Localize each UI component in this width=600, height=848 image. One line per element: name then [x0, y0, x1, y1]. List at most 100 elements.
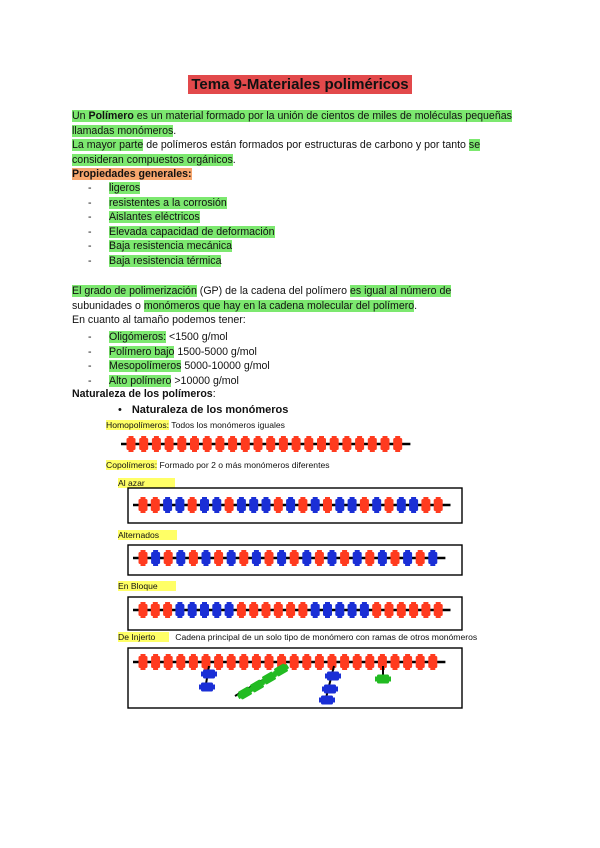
- monomer: [177, 436, 187, 452]
- monomer: [187, 602, 197, 618]
- monomer: [286, 497, 296, 513]
- monomer: [188, 654, 198, 670]
- monomer: [138, 654, 148, 670]
- monomer: [201, 654, 211, 670]
- monomer: [380, 436, 390, 452]
- size-name: Oligómeros:: [109, 331, 167, 343]
- monomer: [359, 497, 369, 513]
- properties-heading-text: Propiedades generales:: [72, 168, 192, 180]
- monomer: [335, 497, 345, 513]
- monomer: [393, 436, 403, 452]
- monomer: [347, 602, 357, 618]
- monomer: [138, 550, 148, 566]
- monomer: [201, 669, 217, 679]
- monomer: [314, 550, 324, 566]
- monomer: [188, 550, 198, 566]
- monomer: [372, 497, 382, 513]
- monomer: [251, 654, 261, 670]
- monomer: [239, 550, 249, 566]
- monomer: [212, 497, 222, 513]
- monomer: [415, 654, 425, 670]
- page-title: Tema 9-Materiales poliméricos: [0, 75, 600, 94]
- monomer: [403, 550, 413, 566]
- properties-heading: Propiedades generales:: [72, 167, 532, 182]
- intro-text-2: de polímeros están formados por estructu…: [143, 139, 469, 152]
- monomer: [138, 602, 148, 618]
- monomer: [261, 602, 271, 618]
- bullet-icon: •: [118, 404, 122, 416]
- monomer: [150, 602, 160, 618]
- list-item: Polímero bajo 1500-5000 g/mol: [88, 345, 270, 360]
- monomer: [347, 497, 357, 513]
- monomer: [150, 497, 160, 513]
- monomer: [163, 602, 173, 618]
- monomer: [266, 436, 276, 452]
- property-text: Aislantes eléctricos: [109, 211, 200, 224]
- monomer: [224, 602, 234, 618]
- title-text: Tema 9-Materiales poliméricos: [188, 75, 412, 94]
- properties-list: ligeros resistentes a la corrosión Aisla…: [88, 181, 275, 269]
- size-intro: En cuanto al tamaño podemos tener:: [72, 314, 246, 327]
- monomer: [396, 602, 406, 618]
- monomer: [289, 550, 299, 566]
- monomer: [139, 436, 149, 452]
- monomer: [289, 654, 299, 670]
- monomer: [342, 436, 352, 452]
- monomer: [264, 654, 274, 670]
- monomer: [240, 436, 250, 452]
- monomer: [175, 602, 185, 618]
- copo-label: Copolímeros:: [106, 460, 158, 470]
- property-text: resistentes a la corrosión: [109, 196, 227, 209]
- gp-text-2: subunidades o: [72, 299, 144, 312]
- monomer: [264, 550, 274, 566]
- monomer: [236, 497, 246, 513]
- monomer: [163, 654, 173, 670]
- monomer: [286, 602, 296, 618]
- monomer: [428, 550, 438, 566]
- monomer: [403, 654, 413, 670]
- monomer: [428, 654, 438, 670]
- monomer: [260, 671, 278, 685]
- monomer: [236, 602, 246, 618]
- copo-caption: Copolímeros: Formado por 2 o más monómer…: [106, 460, 330, 470]
- size-value: 5000-10000 g/mol: [181, 360, 270, 373]
- monomer: [176, 550, 186, 566]
- list-item: Elevada capacidad de deformación: [88, 225, 275, 240]
- homo-desc: Todos los monómeros iguales: [169, 420, 285, 430]
- gp-monomers: monómeros que hay en la cadena molecular…: [143, 299, 415, 312]
- property-text: Elevada capacidad de deformación: [109, 225, 275, 238]
- monomer: [421, 497, 431, 513]
- monomer: [310, 497, 320, 513]
- monomer: [277, 550, 287, 566]
- property-text: Baja resistencia mecánica: [109, 240, 233, 253]
- frame-alternados: [127, 544, 463, 576]
- al-azar-caption: Al azar: [118, 478, 175, 488]
- monomer: [409, 602, 419, 618]
- figure-title: •Naturaleza de los monómeros: [118, 404, 288, 416]
- monomer: [138, 497, 148, 513]
- monomer: [151, 550, 161, 566]
- monomer: [372, 602, 382, 618]
- nature-heading-text: Naturaleza de los polímeros: [72, 388, 213, 400]
- monomer: [302, 550, 312, 566]
- monomer: [215, 436, 225, 452]
- copo-desc: Formado por 2 o más monómeros diferentes: [157, 460, 330, 470]
- homo-caption: Homopolímeros: Todos los monómeros igual…: [106, 420, 285, 430]
- monomer: [251, 550, 261, 566]
- monomer: [359, 602, 369, 618]
- monomer: [409, 497, 419, 513]
- monomer: [236, 686, 254, 700]
- en-bloque-caption: En Bloque: [118, 581, 176, 591]
- monomer: [298, 602, 308, 618]
- monomer: [273, 602, 283, 618]
- monomer: [314, 654, 324, 670]
- monomer: [323, 497, 332, 513]
- monomer: [298, 497, 308, 513]
- monomer: [190, 436, 199, 452]
- monomer: [261, 497, 271, 513]
- monomer: [202, 436, 212, 452]
- monomer: [164, 436, 174, 452]
- list-item: Oligómeros: <1500 g/mol: [88, 330, 270, 345]
- monomer: [163, 550, 173, 566]
- monomer: [421, 602, 431, 618]
